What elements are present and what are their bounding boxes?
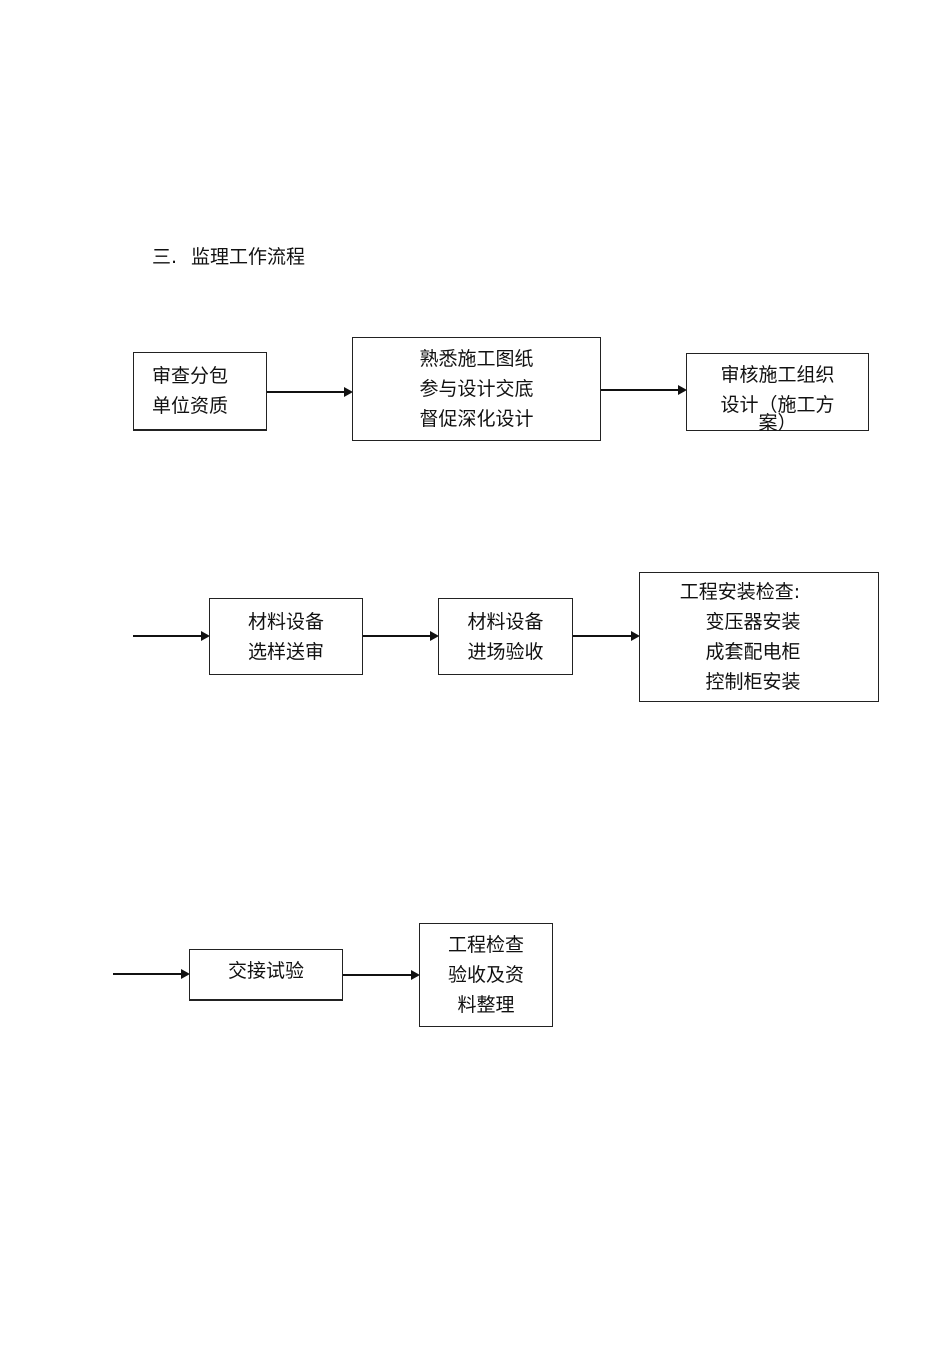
step-text-line: 审核施工组织 (720, 364, 835, 386)
step-text-line: 设计（施工方 (720, 394, 835, 416)
step-text-line: 交接试验 (227, 960, 304, 982)
flow-arrow (363, 631, 439, 641)
flow-arrow (573, 631, 640, 641)
flow-arrow (113, 969, 190, 979)
section-number: 三. (152, 246, 178, 268)
step-text-line: 工程检查 (447, 934, 524, 956)
step-material-sample-submission: 材料设备 选样送审 (209, 598, 363, 675)
step-text-line: 控制柜安装 (705, 671, 801, 693)
step-text-line: 审查分包 (152, 365, 229, 387)
step-text-line: 料整理 (457, 994, 515, 1016)
step-text-line: 进场验收 (467, 640, 544, 663)
section-heading: 三. 监理工作流程 (152, 244, 305, 270)
step-text-line: 单位资质 (152, 395, 229, 417)
step-handover-test: 交接试验 (189, 949, 343, 1001)
flow-arrow (133, 631, 210, 641)
step-text-line: 选样送审 (247, 640, 324, 663)
step-text-line: 熟悉施工图纸 (419, 348, 534, 370)
step-familiarize-drawings: 熟悉施工图纸 参与设计交底 督促深化设计 (352, 337, 601, 441)
step-material-site-acceptance: 材料设备 进场验收 (438, 598, 573, 675)
step-text-line: 材料设备 (467, 610, 544, 633)
step-final-inspection-records: 工程检查 验收及资 料整理 (419, 923, 553, 1027)
flow-arrow (343, 970, 420, 980)
flow-arrow (267, 387, 353, 397)
step-text-line: 成套配电柜 (705, 641, 801, 663)
step-installation-inspection: 工程安装检查: 变压器安装 成套配电柜 控制柜安装 (639, 572, 879, 702)
step-text-line: 材料设备 (247, 610, 324, 633)
step-text-line: 参与设计交底 (419, 378, 534, 400)
step-review-construction-plan: 审核施工组织 设计（施工方 案） (686, 353, 869, 434)
step-text-line: 验收及资 (447, 964, 524, 986)
section-title: 监理工作流程 (191, 246, 306, 268)
step-text-line: 变压器安装 (705, 611, 801, 633)
step-text-line: 督促深化设计 (419, 408, 534, 430)
step-text-line: 案） (758, 412, 797, 434)
flow-arrow (601, 385, 687, 395)
step-text-line: 工程安装检查: (679, 581, 801, 603)
step-review-subcontractor-qualification: 审查分包 单位资质 (133, 352, 267, 431)
